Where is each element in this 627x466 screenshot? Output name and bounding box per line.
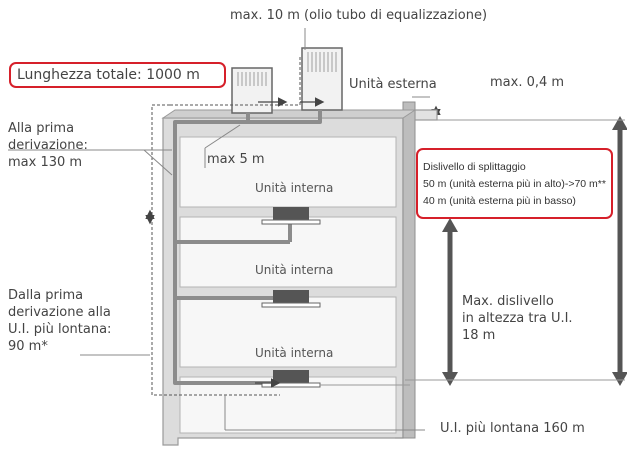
indoor-unit-1 xyxy=(261,207,321,225)
first-branch-line2: derivazione: xyxy=(8,138,88,153)
split-diff-arrow-top xyxy=(612,116,627,130)
farthest-branch-line4: 90 m* xyxy=(8,339,48,354)
height-diff-line1: Max. dislivello xyxy=(462,294,554,309)
split-diff-arrow-bottom xyxy=(612,372,627,386)
split-diff-box: Dislivello di splittaggio 50 m (unità es… xyxy=(416,148,613,219)
first-branch-line1: Alla prima xyxy=(8,121,75,136)
height-diff-line3: 18 m xyxy=(462,328,496,343)
indoor-unit-2 xyxy=(261,290,321,308)
outdoor-unit-right xyxy=(301,47,343,111)
max-offset-label: max. 0,4 m xyxy=(490,75,565,90)
total-length-label: Lunghezza totale: 1000 m xyxy=(17,67,200,83)
farthest-unit-label: U.I. più lontana 160 m xyxy=(440,421,585,436)
outdoor-unit-label: Unità esterna xyxy=(349,77,437,92)
indoor-unit-3 xyxy=(261,370,321,388)
height-diff-line2: in altezza tra U.I. xyxy=(462,311,573,326)
first-branch-line3: max 130 m xyxy=(8,155,83,170)
total-length-box: Lunghezza totale: 1000 m xyxy=(9,62,226,88)
indoor-unit-label-3: Unità interna xyxy=(255,346,334,360)
height-diff-arrow-top xyxy=(442,218,458,232)
leader-lines xyxy=(8,28,430,431)
outdoor-unit-left xyxy=(231,67,273,114)
farthest-branch-line1: Dalla prima xyxy=(8,288,84,303)
farthest-branch-line3: U.I. più lontana: xyxy=(8,322,112,337)
equalization-pipe-note: max. 10 m (olio tubo di equalizzazione) xyxy=(230,8,488,23)
level-lines xyxy=(320,119,625,386)
flow-arrows xyxy=(255,97,325,388)
max-5m-label: max 5 m xyxy=(207,152,265,167)
roof-offset-arrows xyxy=(414,105,441,121)
height-diff-arrow-bottom xyxy=(442,372,458,386)
split-diff-line1: 50 m (unità esterna più in alto)->70 m** xyxy=(423,178,606,190)
farthest-branch-line2: derivazione alla xyxy=(8,305,111,320)
pipe-length-outline xyxy=(151,55,301,396)
split-diff-title: Dislivello di splittaggio xyxy=(423,161,526,173)
indoor-unit-label-2: Unità interna xyxy=(255,263,334,277)
split-diff-line2: 40 m (unità esterna più in basso) xyxy=(423,195,576,207)
indoor-unit-label-1: Unità interna xyxy=(255,181,334,195)
